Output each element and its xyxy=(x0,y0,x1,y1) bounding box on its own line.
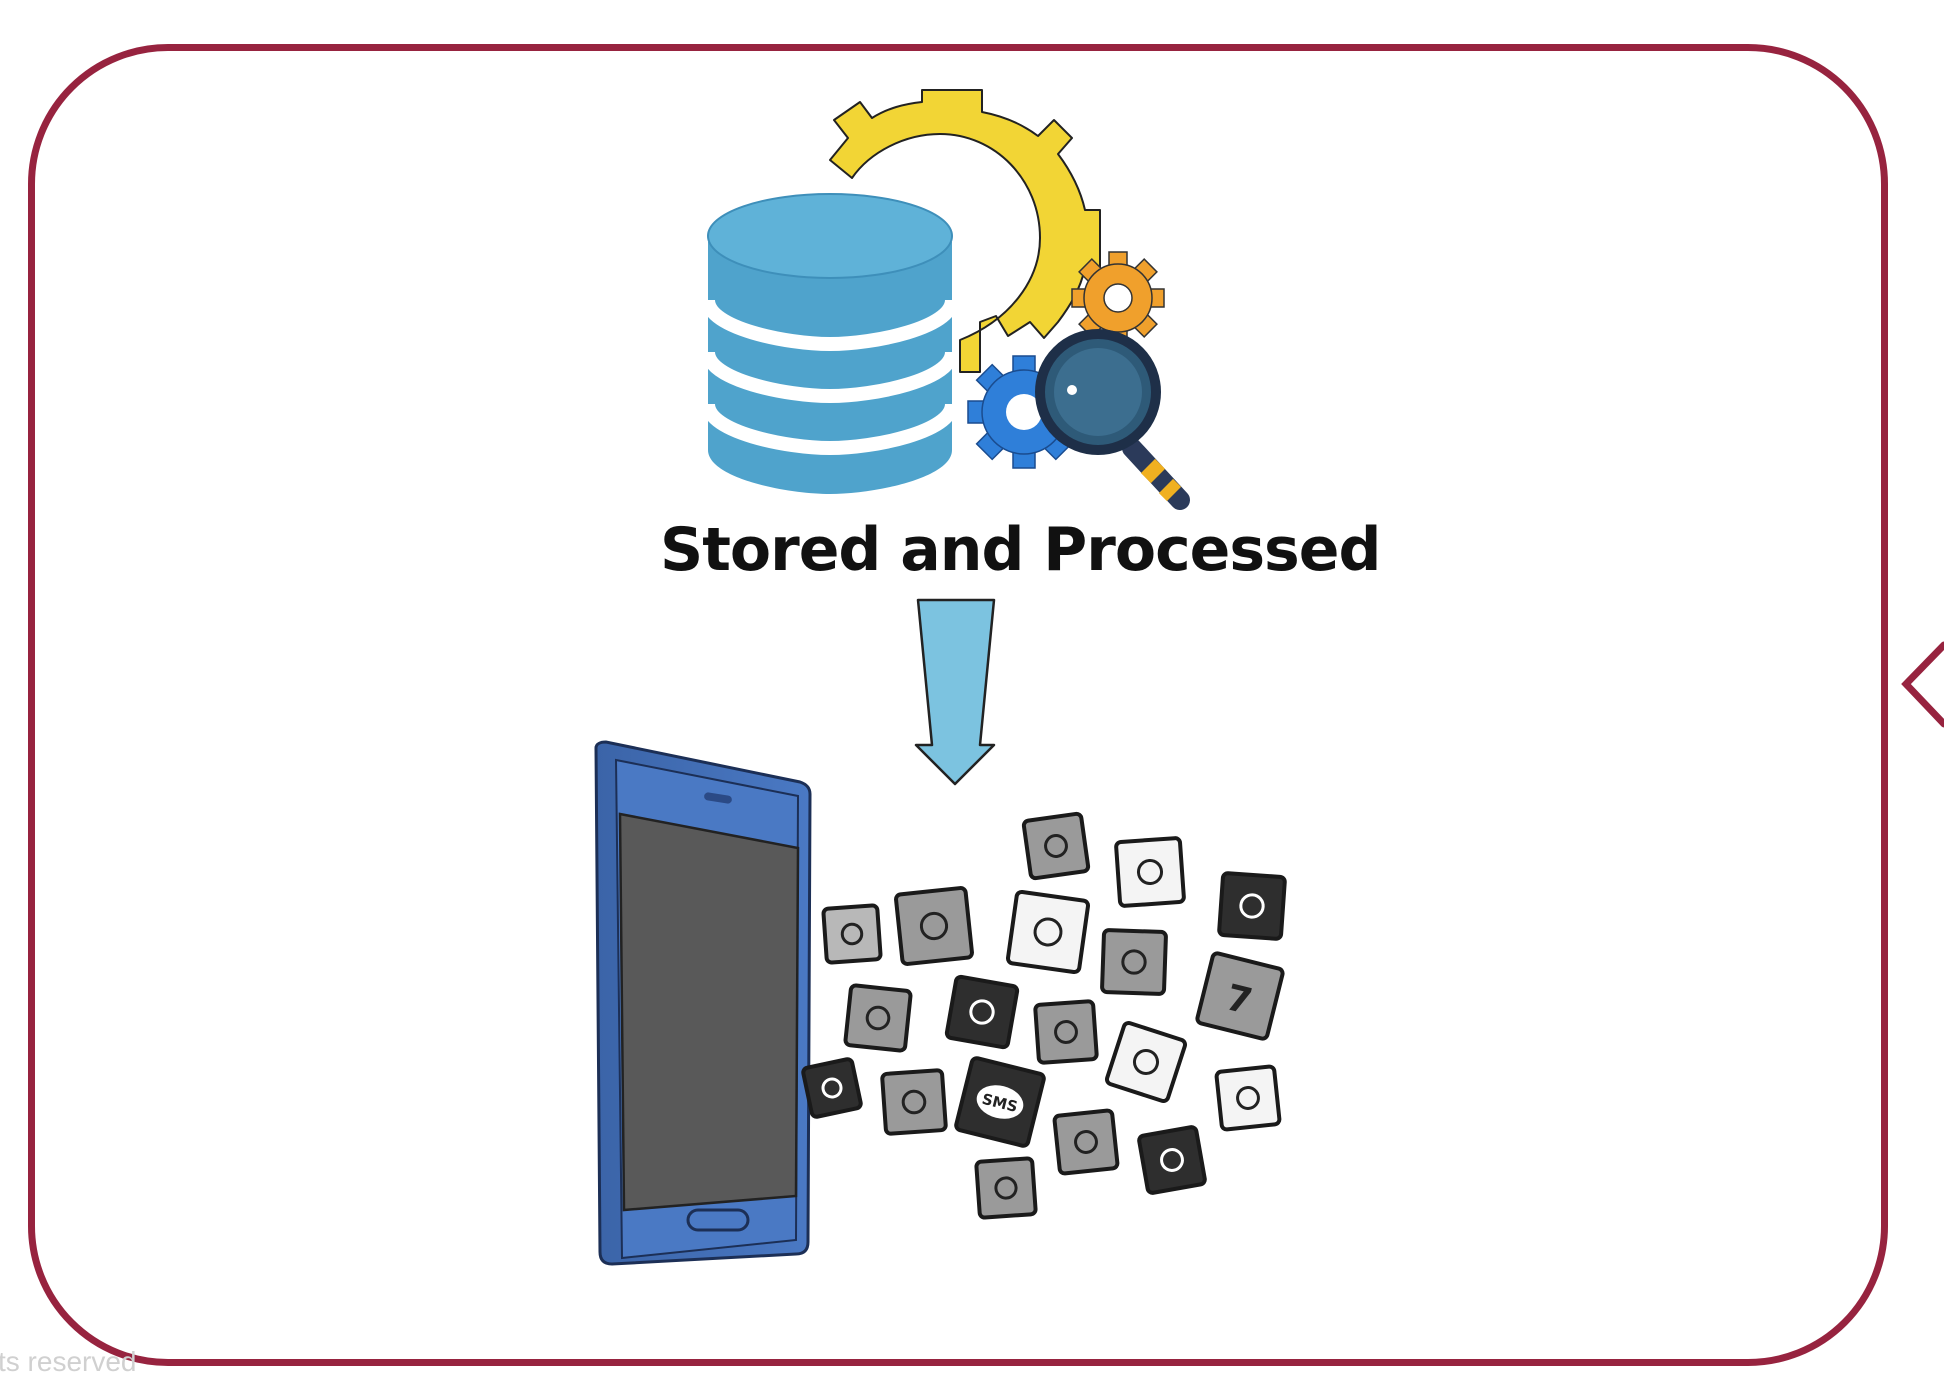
brightness-app-icon xyxy=(974,1156,1038,1220)
database-icon xyxy=(701,193,959,494)
home-app-icon xyxy=(801,1057,863,1119)
gears-icon xyxy=(829,89,1165,469)
calendar-app-icon: 7 xyxy=(1195,951,1285,1041)
rss-app-icon xyxy=(1052,1108,1120,1176)
arrow-down-icon xyxy=(914,598,996,786)
activity-app-icon xyxy=(1100,928,1168,996)
camera-app-icon xyxy=(880,1068,948,1136)
mail-app-icon xyxy=(894,886,974,966)
search-app-icon xyxy=(1005,889,1091,975)
location-app-icon xyxy=(1137,1125,1207,1195)
sms-app-icon: SMS xyxy=(954,1056,1046,1148)
smartphone-icon xyxy=(594,740,812,1266)
diagram-caption: Stored and Processed xyxy=(660,515,1381,585)
play-app-icon xyxy=(821,903,883,965)
contact-app-icon xyxy=(843,983,913,1053)
chat-app-icon xyxy=(1217,871,1287,941)
settings-app-icon xyxy=(1214,1064,1282,1132)
gamepad-app-icon xyxy=(1033,999,1099,1065)
copyright-footer: ts reserved xyxy=(0,1346,137,1377)
music-app-icon xyxy=(944,974,1020,1050)
magnifier-icon xyxy=(1035,329,1190,510)
frame-arrowhead-icon xyxy=(1901,641,1944,728)
globe-app-icon xyxy=(1114,836,1186,908)
diagram-frame xyxy=(28,44,1888,1366)
pencil-app-icon xyxy=(1021,811,1091,881)
phone-app-icon xyxy=(1104,1020,1188,1104)
